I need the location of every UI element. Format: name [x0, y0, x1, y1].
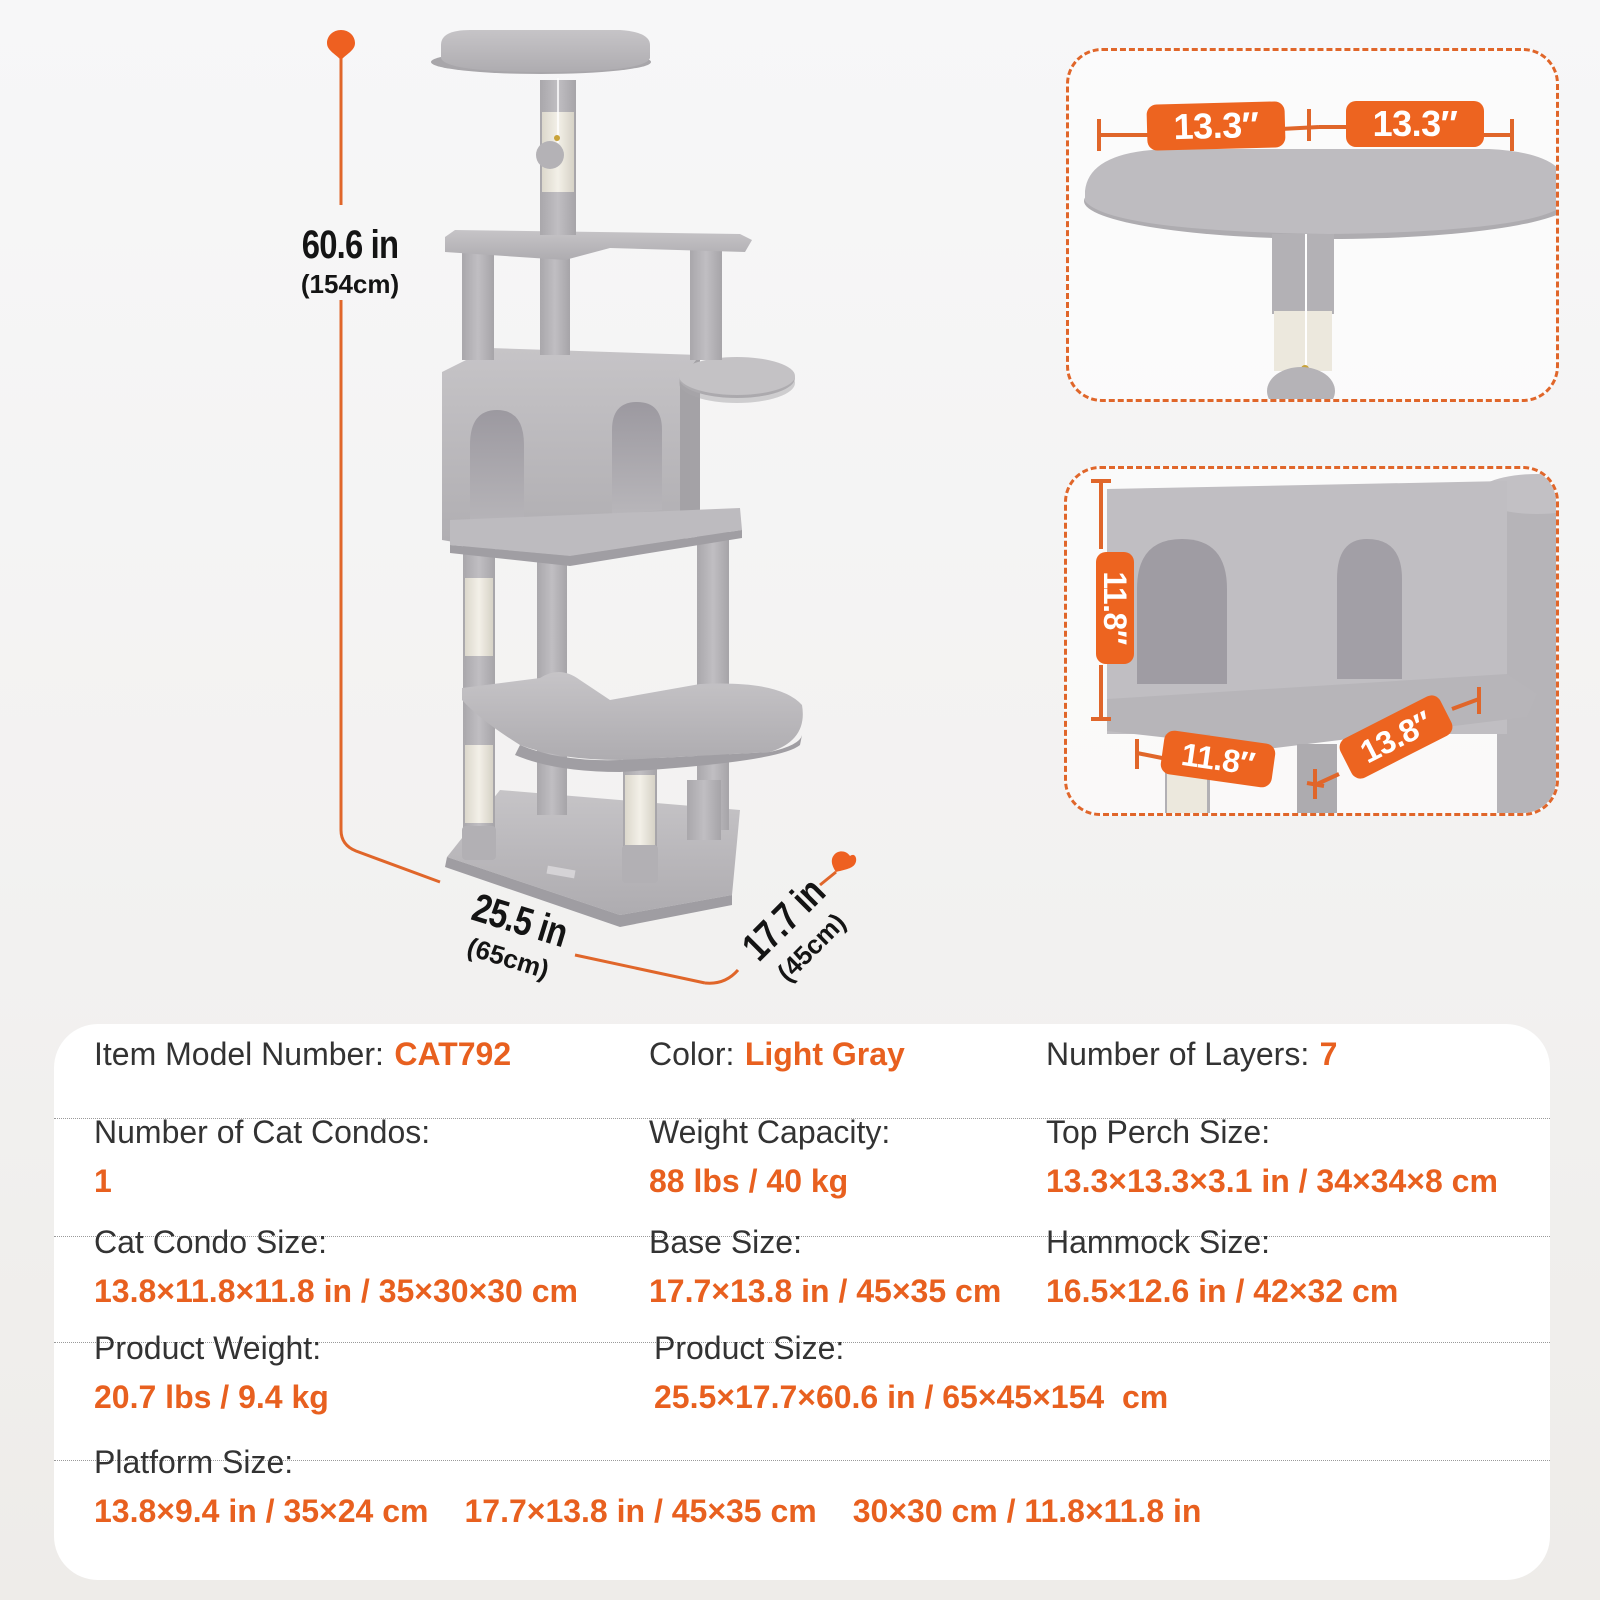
top-post: [536, 78, 576, 235]
top-perch-detail-illustration: [1084, 109, 1556, 399]
spec-value: 13.3×13.3×3.1 in / 34×34×8 cm: [1046, 1162, 1498, 1199]
row-divider: [54, 1342, 1550, 1343]
spec-value: 16.5×12.6 in / 42×32 cm: [1046, 1272, 1399, 1309]
spec-label: Color:: [649, 1036, 735, 1072]
specifications-panel: Item Model Number: CAT792 Color: Light G…: [54, 1024, 1550, 1580]
spec-value: 30×30 cm / 11.8×11.8 in: [852, 1492, 1202, 1529]
condo-height-badge: 11.8″: [1096, 552, 1134, 664]
height-inches: 60.6 in: [301, 223, 399, 267]
spec-label: Product Size:: [654, 1330, 845, 1366]
top-perch: [431, 30, 651, 74]
platform-size-values: 13.8×9.4 in / 35×24 cm 17.7×13.8 in / 45…: [94, 1493, 1201, 1530]
spec-number-of-condos: Number of Cat Condos: 1: [94, 1114, 430, 1200]
top-perch-callout: 13.3″ 13.3″: [1066, 48, 1559, 402]
heart-arrow-icon: [327, 30, 355, 60]
spec-label: Item Model Number:: [94, 1036, 384, 1072]
spec-platform-size: Platform Size: 13.8×9.4 in / 35×24 cm 17…: [94, 1444, 1201, 1530]
hammock: [462, 671, 803, 772]
pom-pom-toy: [1267, 367, 1335, 399]
top-perch-width-right-badge: 13.3″: [1346, 101, 1484, 147]
spec-hammock-size: Hammock Size: 16.5×12.6 in / 42×32 cm: [1046, 1224, 1398, 1310]
spec-value: 1: [94, 1162, 112, 1199]
spec-value: Light Gray: [744, 1036, 905, 1072]
spec-value: 17.7×13.8 in / 45×35 cm: [649, 1272, 1002, 1309]
upper-platform: [445, 230, 752, 260]
row-divider: [54, 1118, 1550, 1119]
spec-product-size: Product Size: 25.5×17.7×60.6 in / 65×45×…: [654, 1330, 1168, 1416]
spec-label: Platform Size:: [94, 1444, 294, 1480]
spec-value: 20.7 lbs / 9.4 kg: [94, 1378, 329, 1415]
spec-value: CAT792: [394, 1036, 512, 1072]
spec-value: 13.8×11.8×11.8 in / 35×30×30 cm: [94, 1272, 578, 1309]
cat-condo-detail-illustration: [1091, 474, 1556, 813]
spec-label: Weight Capacity:: [649, 1114, 891, 1150]
spec-value: 7: [1319, 1036, 1338, 1072]
cat-condo: [442, 348, 742, 566]
height-cm: (154cm): [300, 269, 400, 299]
spec-value: 25.5×17.7×60.6 in / 65×45×154 cm: [654, 1378, 1169, 1415]
spec-base-size: Base Size: 17.7×13.8 in / 45×35 cm: [649, 1224, 1001, 1310]
spec-label: Hammock Size:: [1046, 1224, 1271, 1260]
spec-label: Product Weight:: [94, 1330, 322, 1366]
spec-value: 13.8×9.4 in / 35×24 cm: [94, 1492, 429, 1529]
height-dimension-line: [327, 30, 441, 884]
spec-label: Number of Layers:: [1046, 1036, 1310, 1072]
cat-tree-illustration: [327, 30, 857, 985]
side-platform: [679, 357, 795, 403]
spec-label: Number of Cat Condos:: [94, 1114, 431, 1150]
pom-pom-toy: [536, 141, 564, 169]
heart-arrow-icon: [831, 851, 857, 872]
spec-product-weight: Product Weight: 20.7 lbs / 9.4 kg: [94, 1330, 329, 1416]
spec-top-perch-size: Top Perch Size: 13.3×13.3×3.1 in / 34×34…: [1046, 1114, 1498, 1200]
row-divider: [54, 1236, 1550, 1237]
upper-posts: [462, 250, 722, 360]
base-platform: [445, 790, 740, 927]
spec-number-of-layers: Number of Layers: 7: [1046, 1036, 1337, 1073]
base-dimension-line: [574, 851, 857, 985]
spec-weight-capacity: Weight Capacity: 88 lbs / 40 kg: [649, 1114, 890, 1200]
spec-value: 88 lbs / 40 kg: [649, 1162, 849, 1199]
row-divider: [54, 1460, 1550, 1461]
height-dimension-label: 60.6 in (154cm): [280, 225, 420, 297]
spec-model-number: Item Model Number: CAT792: [94, 1036, 511, 1073]
spec-color: Color: Light Gray: [649, 1036, 905, 1073]
top-perch-width-left-badge: 13.3″: [1146, 101, 1286, 151]
cat-condo-callout: 11.8″ 11.8″ 13.8″: [1064, 466, 1559, 816]
spec-value: 17.7×13.8 in / 45×35 cm: [464, 1492, 817, 1529]
spec-label: Cat Condo Size:: [94, 1224, 328, 1260]
spec-label: Base Size:: [649, 1224, 802, 1260]
spec-cat-condo-size: Cat Condo Size: 13.8×11.8×11.8 in / 35×3…: [94, 1224, 578, 1310]
spec-label: Top Perch Size:: [1046, 1114, 1271, 1150]
